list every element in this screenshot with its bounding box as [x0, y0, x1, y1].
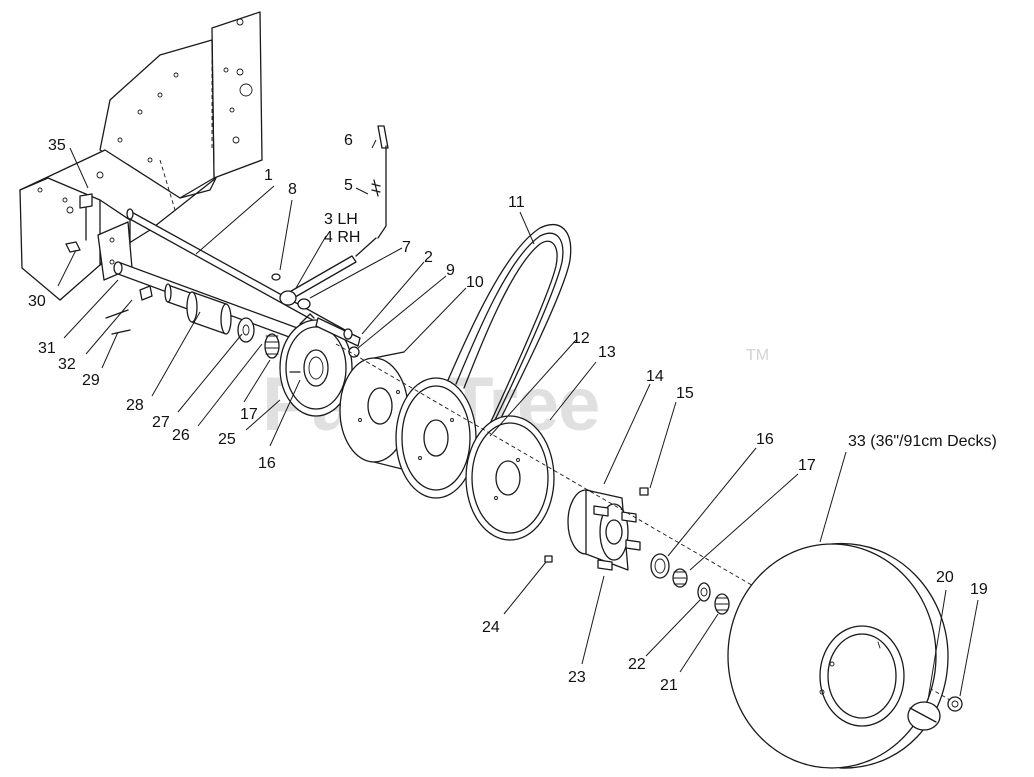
- callout-24: 24: [482, 619, 500, 636]
- callout-16-left: 16: [258, 455, 276, 472]
- stud-24: [544, 555, 553, 563]
- control-rod: [355, 125, 389, 257]
- callout-6: 6: [344, 132, 353, 149]
- callout-15: 15: [676, 385, 694, 402]
- brake-linkage: [271, 255, 361, 358]
- callout-10: 10: [466, 274, 484, 291]
- leader-lines: [57, 139, 979, 701]
- callout-17-right: 17: [798, 457, 816, 474]
- callout-30: 30: [28, 293, 46, 310]
- pulley-10: [339, 351, 409, 471]
- callout-9: 9: [446, 262, 455, 279]
- callout-1: 1: [264, 167, 273, 184]
- pulley-13: [465, 415, 555, 541]
- callout-8: 8: [288, 181, 297, 198]
- callout-22: 22: [628, 656, 646, 673]
- wheel-hub: [567, 489, 641, 571]
- callout-17-left: 17: [240, 406, 258, 423]
- callout-25: 25: [218, 431, 236, 448]
- callout-35: 35: [48, 137, 66, 154]
- bearing-stack: [237, 317, 280, 359]
- callout-7: 7: [402, 239, 411, 256]
- callout-20: 20: [936, 569, 954, 586]
- watermark-trademark: TM: [746, 347, 769, 364]
- lug-nut-15: [639, 487, 649, 496]
- frame-assembly: [19, 11, 263, 301]
- callout-31: 31: [38, 340, 56, 357]
- callout-28: 28: [126, 397, 144, 414]
- callout-4-rh: 4 RH: [324, 229, 360, 246]
- tire: [727, 542, 949, 769]
- callout-19: 19: [970, 581, 988, 598]
- callout-2: 2: [424, 249, 433, 266]
- callout-labels: 35 30 31 32 29 28 27 26 17 25 16 1 8 3 L…: [28, 132, 997, 694]
- callout-32: 32: [58, 356, 76, 373]
- hub-cap: [907, 696, 963, 731]
- drive-pulley: [395, 377, 477, 499]
- callout-13: 13: [598, 344, 616, 361]
- callout-33: 33 (36"/91cm Decks): [848, 433, 997, 450]
- callout-21: 21: [660, 677, 678, 694]
- callout-26: 26: [172, 427, 190, 444]
- callout-11: 11: [508, 194, 525, 211]
- cotter-pin: [111, 329, 131, 335]
- callout-3-lh: 3 LH: [324, 211, 358, 228]
- callout-14: 14: [646, 368, 664, 385]
- callout-27: 27: [152, 414, 170, 431]
- callout-23: 23: [568, 669, 586, 686]
- v-belt: [447, 223, 572, 433]
- callout-5: 5: [344, 177, 353, 194]
- callout-12: 12: [572, 330, 590, 347]
- hub-bearing-stack: [650, 553, 730, 615]
- callout-16-right: 16: [756, 431, 774, 448]
- callout-29: 29: [82, 372, 100, 389]
- brake-drum: [279, 319, 353, 417]
